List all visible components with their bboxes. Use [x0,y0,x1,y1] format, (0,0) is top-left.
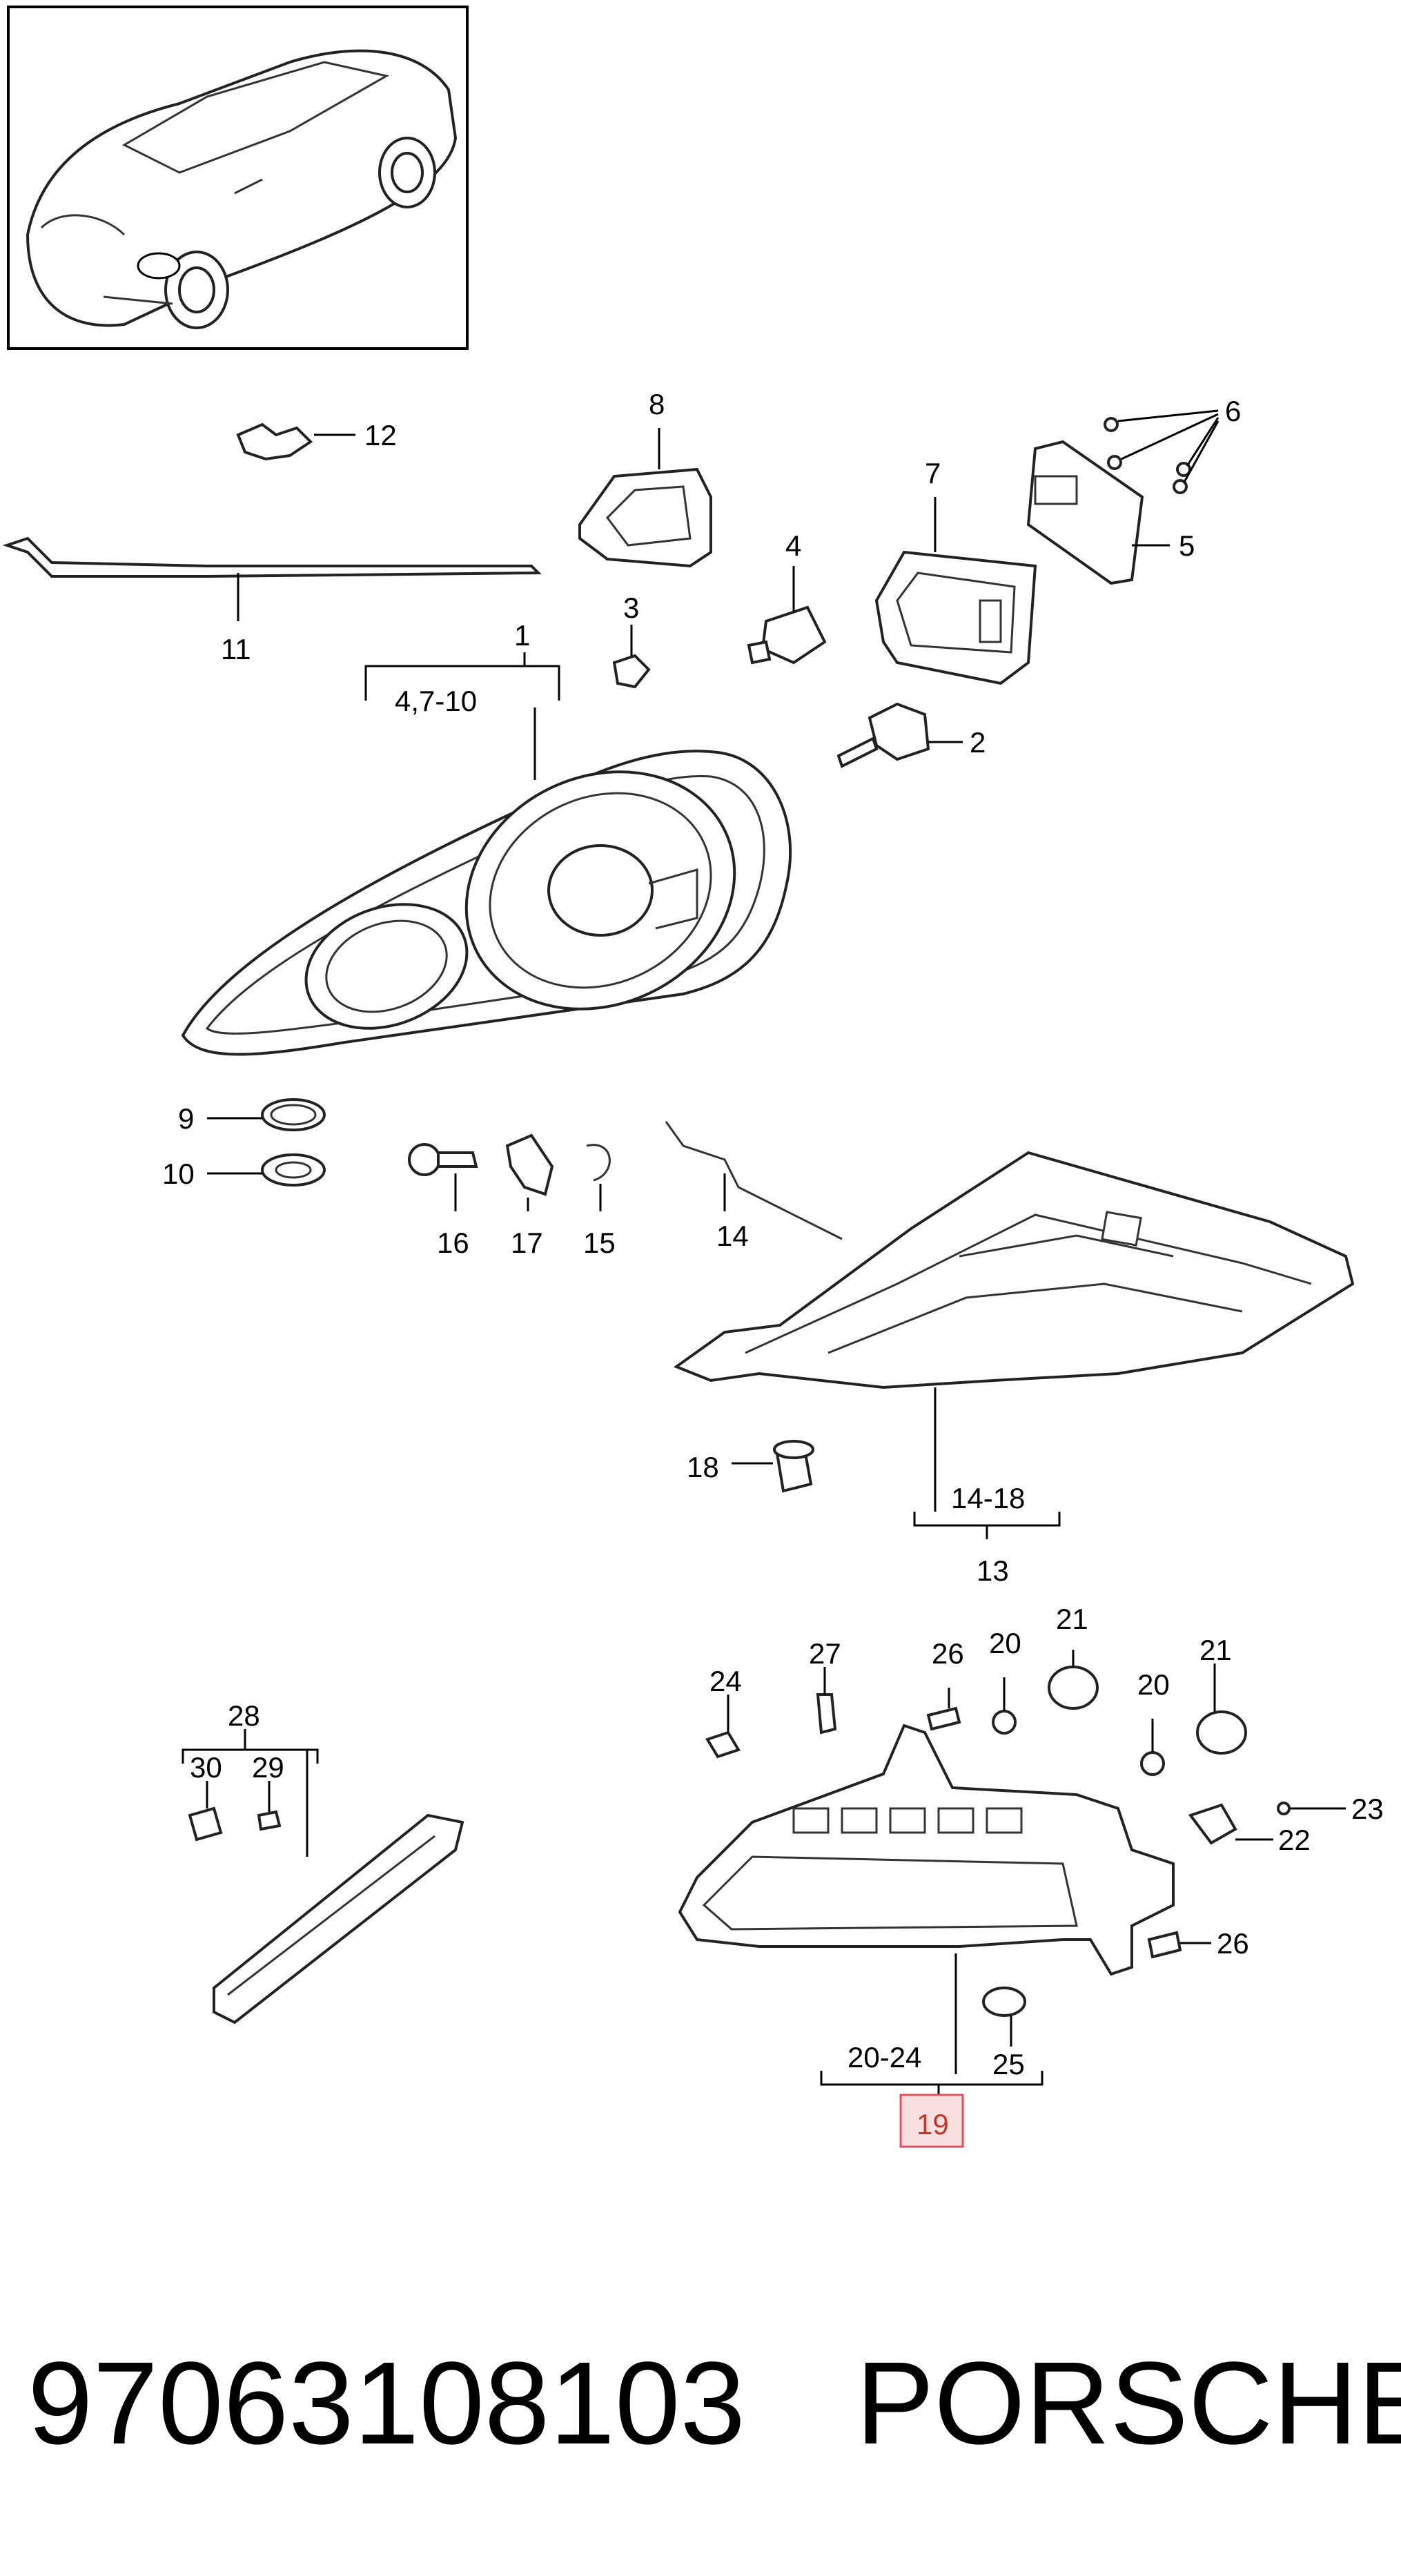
label-10: 10 [162,1158,195,1190]
label-3: 3 [623,592,639,624]
callout-labels: 12 11 8 3 4 7 6 5 2 1 4,7-10 9 10 16 17 … [162,388,1384,2140]
bulb-part [612,625,651,689]
label-20-top: 20 [989,1627,1021,1659]
label-21-top: 21 [1056,1603,1088,1635]
gaskets [207,1098,326,1187]
label-30: 30 [190,1751,222,1784]
label-16: 16 [437,1227,469,1259]
cover-part [578,428,712,568]
clip-part [236,422,355,461]
label-11: 11 [221,633,251,665]
highlighted-part-box [899,2094,964,2148]
label-22: 22 [1278,1824,1311,1856]
side-marker [182,1729,464,2024]
label-14-18: 14-18 [951,1482,1025,1514]
label-24: 24 [709,1665,742,1697]
label-26-top: 26 [932,1637,964,1670]
label-25: 25 [992,2048,1025,2080]
label-20-24: 20-24 [848,2041,921,2074]
label-15: 15 [583,1227,616,1259]
label-6: 6 [1225,395,1241,427]
label-8: 8 [649,388,665,420]
label-26-right: 26 [1217,1927,1249,1960]
support-rod [665,1121,843,1240]
footer: 97063108103 PORSCHE [28,2338,1401,2469]
fog-lamp-assembly [678,1650,1346,2095]
label-21-right: 21 [1199,1634,1232,1666]
label-29: 29 [252,1751,284,1784]
vehicle-overview [7,6,469,350]
label-27: 27 [809,1637,841,1670]
igniter-part [836,702,963,768]
label-20-right: 20 [1137,1668,1170,1701]
control-unit [1026,409,1219,585]
label-2: 2 [970,726,986,759]
label-19: 19 [917,2108,949,2140]
label-9: 9 [178,1102,194,1135]
mounting-bracket [673,1151,1355,1539]
fasteners [408,1133,611,1211]
label-28: 28 [228,1699,260,1732]
part-number: 97063108103 [28,2338,745,2469]
housing-part [874,497,1037,685]
headlamp-assembly [181,652,792,1056]
label-1: 1 [514,619,530,652]
label-4: 4 [785,529,801,562]
label-18: 18 [687,1451,719,1483]
label-5: 5 [1179,529,1195,562]
brand-name: PORSCHE [856,2338,1401,2469]
label-14: 14 [716,1220,749,1252]
label-4-7-10: 4,7-10 [395,685,477,717]
label-23: 23 [1351,1793,1384,1825]
wiring-harness [2,536,542,621]
label-12: 12 [364,419,397,451]
plug-part [732,1440,814,1493]
bulb-part-large [747,566,827,665]
label-7: 7 [925,457,941,489]
label-13: 13 [977,1554,1009,1587]
label-17: 17 [511,1227,543,1259]
